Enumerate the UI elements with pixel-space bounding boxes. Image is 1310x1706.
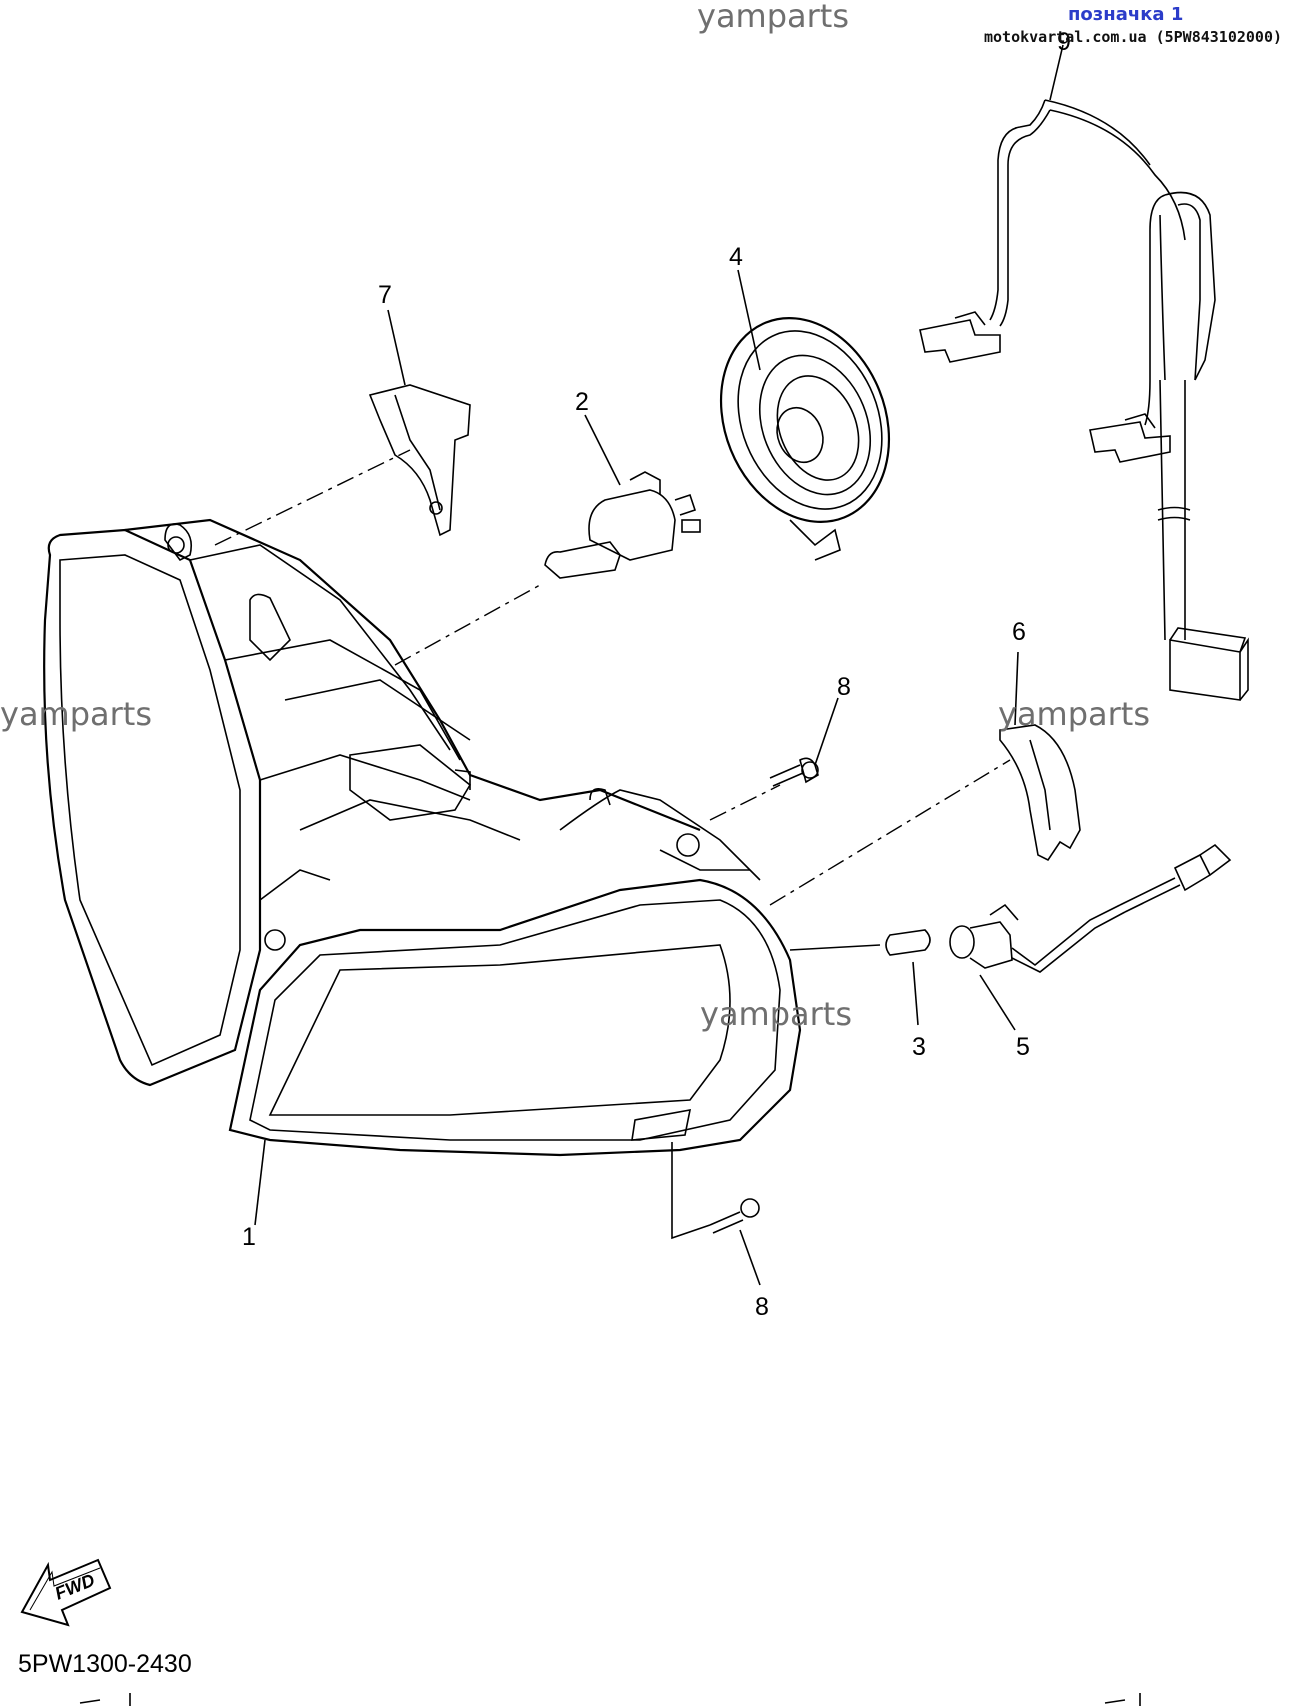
callout-9: 9 [1057,28,1071,56]
callout-8-upper: 8 [837,673,851,701]
wiring-harness [919,99,1249,701]
callout-7: 7 [378,281,392,309]
leader-lines [254,44,1064,1286]
callout-2: 2 [575,388,589,416]
headlight-assembly [43,518,802,1157]
fwd-arrow-icon: FWD [20,1558,112,1627]
callout-1: 1 [242,1223,256,1251]
watermark-top: yamparts [697,0,849,35]
watermark-right: yamparts [998,695,1150,733]
screw-lower [709,1198,760,1234]
callout-5: 5 [1016,1033,1030,1061]
headlight-bulb [544,471,701,579]
diagram-code: 5PW1300-2430 [18,1650,192,1678]
assembly-lines [214,449,1011,1240]
marker-label: позначка 1 [1068,4,1184,25]
right-bracket [999,724,1081,862]
callout-8-lower: 8 [755,1293,769,1321]
left-bracket [368,384,471,537]
watermark-center: yamparts [700,995,852,1033]
screw-upper [769,757,819,787]
pilot-bulb [885,929,931,956]
bulb-cover [719,317,891,561]
watermark-left: yamparts [0,695,152,733]
source-caption: motokvartal.com.ua (5PW843102000) [984,28,1283,46]
callout-3: 3 [912,1033,926,1061]
callout-4: 4 [729,243,743,271]
callout-6: 6 [1012,618,1026,646]
socket-cord [949,843,1232,973]
